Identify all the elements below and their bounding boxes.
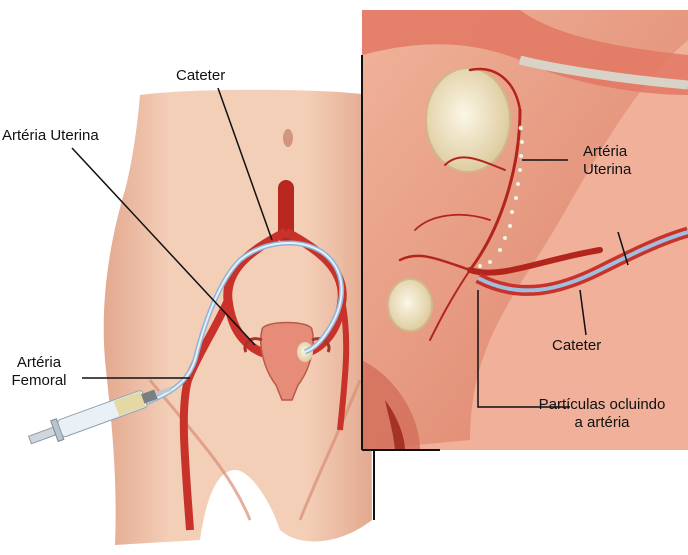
label-arteria-uterina-left: Artéria Uterina xyxy=(2,127,99,145)
label-particulas-line2: a artéria xyxy=(522,414,682,432)
label-particulas: Partículas ocluindo a artéria xyxy=(522,396,682,432)
label-cateter-top: Cateter xyxy=(176,67,225,85)
label-cateter-right: Cateter xyxy=(552,337,601,355)
torso xyxy=(104,90,372,545)
fibroid-small xyxy=(388,279,432,331)
inset-panel xyxy=(362,10,688,520)
label-particulas-line1: Partículas ocluindo xyxy=(522,396,682,414)
label-arteria-femoral-line2: Femoral xyxy=(8,372,70,390)
label-arteria-femoral-line1: Artéria xyxy=(8,354,70,372)
label-arteria-uterina-right-line2: Uterina xyxy=(583,161,631,179)
label-arteria-femoral: Artéria Femoral xyxy=(8,354,70,390)
fibroid-large xyxy=(426,68,510,172)
label-arteria-uterina-right: Artéria Uterina xyxy=(583,143,631,179)
label-arteria-uterina-right-line1: Artéria xyxy=(583,143,631,161)
